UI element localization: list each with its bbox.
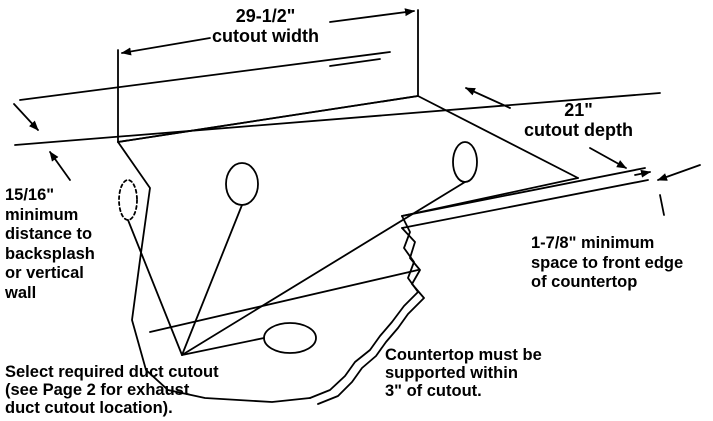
duct-cutout-note: Select required duct cutout (see Page 2 …	[5, 363, 219, 417]
width-guide-line-1	[19, 51, 391, 101]
front-edge-leader	[659, 194, 665, 216]
cutout-depth-label: 21" cutout depth	[524, 100, 633, 140]
countertop-front-edge-line	[401, 179, 649, 229]
backsplash-top-line	[14, 92, 661, 146]
cutout-width-label: 29-1/2" cutout width	[212, 6, 319, 46]
width-arrow-right	[329, 8, 415, 23]
countertop-break-edge-2	[317, 227, 425, 405]
width-guide-line-2	[329, 58, 381, 67]
countertop-break-edge	[309, 215, 419, 399]
depth-arrow-down	[589, 147, 627, 169]
leader-to-middle-duct	[181, 204, 243, 356]
front-edge-arrow-right	[634, 169, 651, 178]
backsplash-arrow-up	[49, 151, 71, 181]
duct-cutout-floor	[263, 322, 317, 354]
leader-to-right-duct	[181, 181, 466, 356]
cutout-left-edge	[117, 141, 311, 403]
front-edge-arrow-left	[657, 164, 701, 181]
countertop-front-top	[401, 167, 646, 217]
backsplash-arrow-down	[13, 103, 39, 131]
leader-to-floor-duct	[181, 337, 265, 356]
leader-to-left-duct	[127, 219, 183, 356]
duct-cutout-left	[118, 179, 138, 221]
duct-cutout-right	[452, 141, 478, 183]
depth-arrow-up	[465, 87, 511, 109]
cutout-bottom-line	[149, 269, 419, 333]
backsplash-distance-label: 15/16" minimum distance to backsplash or…	[5, 186, 95, 302]
width-arrow-left	[121, 37, 211, 56]
front-edge-space-label: 1-7/8" minimum space to front edge of co…	[531, 234, 684, 291]
duct-cutout-middle	[225, 162, 259, 206]
countertop-support-note: Countertop must be supported within 3" o…	[385, 346, 542, 400]
